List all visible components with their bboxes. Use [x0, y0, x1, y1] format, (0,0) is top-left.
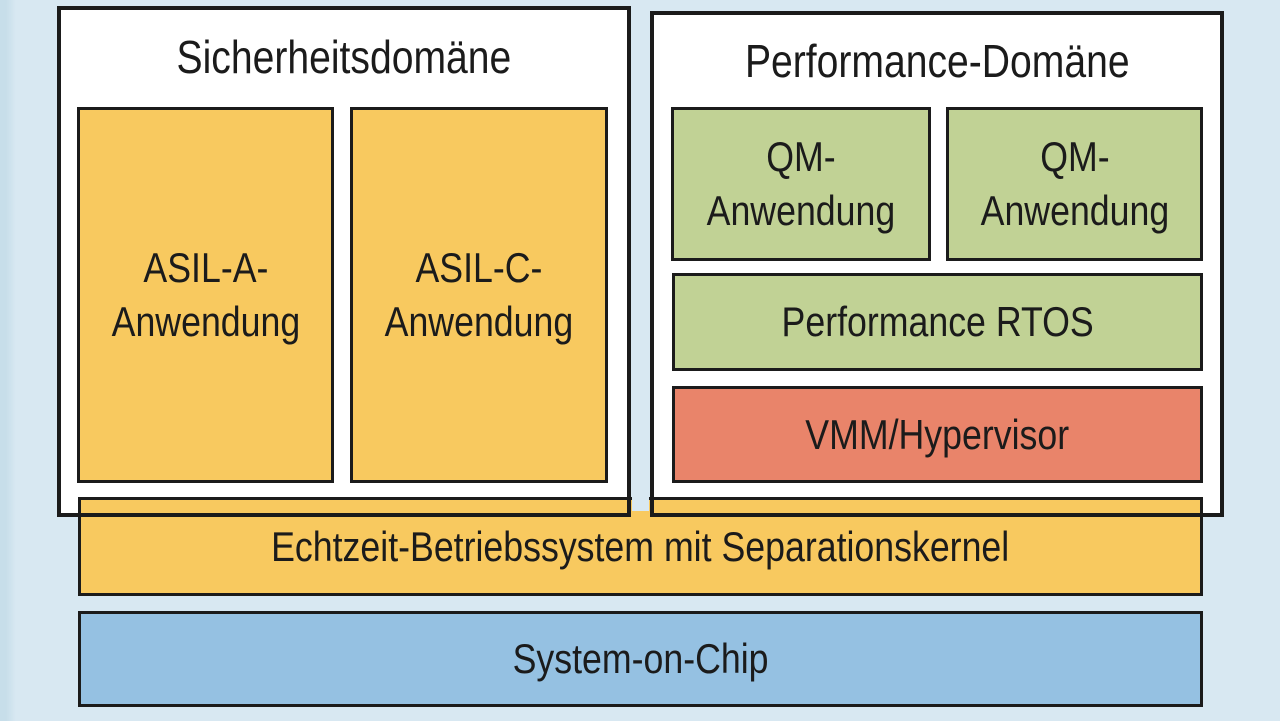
performance-rtos-box: Performance RTOS	[672, 273, 1203, 371]
system-on-chip-bar: System-on-Chip	[78, 611, 1203, 707]
asil-c-application-box: ASIL-C- Anwendung	[350, 107, 608, 483]
asil-c-application-label: ASIL-C- Anwendung	[384, 244, 574, 345]
separation-kernel-bar: Echtzeit-Betriebssystem mit Separationsk…	[78, 497, 1203, 596]
separation-kernel-label: Echtzeit-Betriebssystem mit Separationsk…	[271, 522, 1010, 570]
asil-a-application-box: ASIL-A- Anwendung	[77, 107, 334, 483]
qm-application-label-2: QM- Anwendung	[980, 133, 1169, 234]
vmm-hypervisor-label: VMM/Hypervisor	[805, 410, 1070, 458]
safety-domain-title-text: Sicherheitsdomäne	[176, 31, 512, 83]
asil-a-application-label: ASIL-A- Anwendung	[111, 244, 300, 345]
qm-application-label-1: QM- Anwendung	[706, 133, 896, 234]
system-on-chip-label: System-on-Chip	[512, 635, 769, 683]
safety-domain-title: Sicherheitsdomäne	[61, 26, 627, 88]
qm-application-box-1: QM- Anwendung	[671, 107, 931, 261]
qm-application-box-2: QM- Anwendung	[946, 107, 1203, 261]
performance-domain-title: Performance-Domäne	[654, 30, 1220, 92]
panel-gap-patch	[632, 496, 649, 511]
performance-rtos-label: Performance RTOS	[781, 298, 1094, 346]
vmm-hypervisor-box: VMM/Hypervisor	[672, 386, 1203, 483]
performance-domain-title-text: Performance-Domäne	[744, 35, 1130, 87]
